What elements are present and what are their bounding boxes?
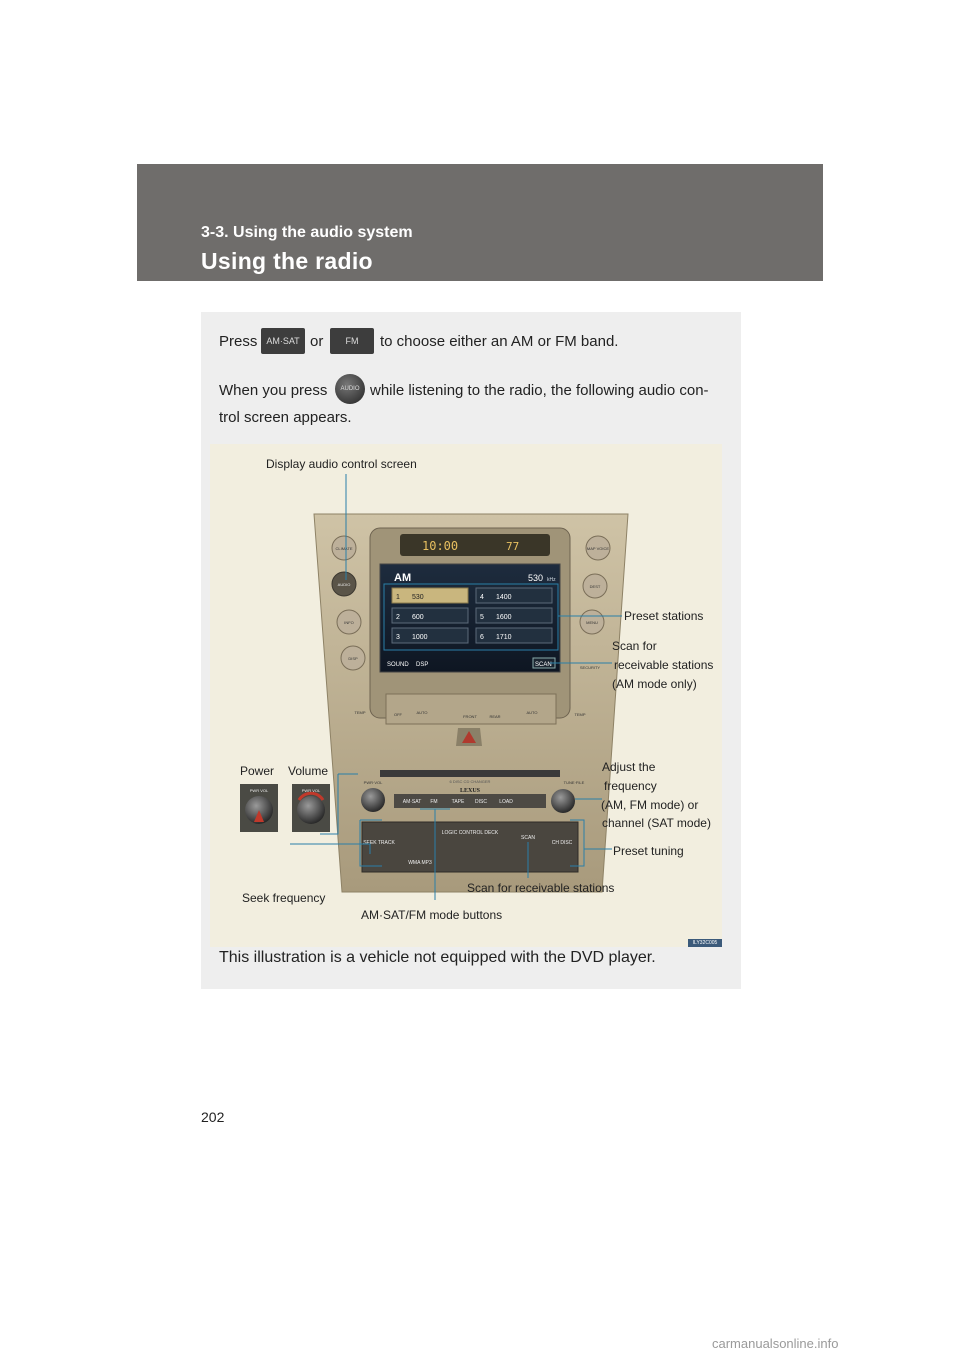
preset-2-num: 2 <box>396 614 400 621</box>
front-text: FRONT <box>463 714 477 719</box>
pwr-vol-text: PWR·VOL <box>364 780 383 785</box>
preset-6-freq: 1710 <box>496 634 512 641</box>
mode-load: LOAD <box>499 799 513 805</box>
section-label: 3-3. Using the audio system <box>201 224 413 241</box>
freq-unit-text: kHz <box>547 577 556 583</box>
temp-left-text: TEMP <box>354 710 365 715</box>
callout-preset-tuning: Preset tuning <box>613 844 684 858</box>
tune-file-text: TUNE·FILE <box>564 780 585 785</box>
deck-label-text: LOGIC CONTROL DECK <box>442 830 499 836</box>
off-text: OFF <box>394 712 403 717</box>
chapter-header: 3-3. Using the audio system Using the ra… <box>137 164 823 281</box>
intro-or: or <box>310 333 324 350</box>
preset-5-freq: 1600 <box>496 614 512 621</box>
scan-button-text: SCAN <box>521 835 535 841</box>
preset-6-num: 6 <box>480 634 484 641</box>
callout-scan-for: Scan for <box>612 639 657 653</box>
temp-right-text: TEMP <box>574 712 585 717</box>
preset-2-freq: 600 <box>412 614 424 621</box>
audio-console-illustration: 10:00 77 AM 530 kHz 1 530 2 600 3 1000 4 140… <box>210 444 722 947</box>
preset-3-freq: 1000 <box>412 634 428 641</box>
pwr-vol-knob <box>361 788 385 812</box>
callout-am-mode-only: (AM mode only) <box>612 677 697 691</box>
rear-text: REAR <box>489 714 500 719</box>
intro-audio-line1: while listening to the radio, the follow… <box>370 382 709 399</box>
ch-disc-text: CH DISC <box>552 840 573 846</box>
callout-mode-buttons: AM·SAT/FM mode buttons <box>361 908 503 922</box>
preset-1-freq: 530 <box>412 594 424 601</box>
auto-text: AUTO <box>416 710 427 715</box>
btn-info: INFO <box>344 620 354 625</box>
preset-3-num: 3 <box>396 634 400 641</box>
temp-text: 77 <box>506 540 519 553</box>
brand-text: LEXUS <box>460 788 481 794</box>
watermark: carmanualsonline.info <box>712 1336 839 1351</box>
callout-channel-sat: channel (SAT mode) <box>602 816 711 830</box>
btn-map-voice: MAP VOICE <box>587 546 609 551</box>
tune-knob <box>551 789 575 813</box>
intro-audio-line2: trol screen appears. <box>219 409 352 426</box>
mode-tape: TAPE <box>452 799 465 805</box>
callout-preset-stations: Preset stations <box>624 609 704 623</box>
auto2-text: AUTO <box>526 710 537 715</box>
btn-audio: AUDIO <box>338 582 351 587</box>
clock-text: 10:00 <box>422 539 458 553</box>
callout-display-audio: Display audio control screen <box>266 457 417 471</box>
intro-press: Press <box>219 333 258 350</box>
callout-adjust-the: Adjust the <box>602 760 656 774</box>
audio-button-image: AUDIO <box>335 374 365 404</box>
intro-when-press: When you press <box>219 382 328 399</box>
callout-receivable-stations: receivable stations <box>614 658 714 672</box>
amsat-button-image: AM·SAT <box>261 328 305 354</box>
scan-screen-text: SCAN <box>535 662 552 668</box>
wma-mp3-text: WMA MP3 <box>408 860 432 866</box>
changer-text: 6 DISC CD CHANGER <box>450 779 491 784</box>
page-number: 202 <box>201 1109 225 1125</box>
callout-power: Power <box>240 764 275 778</box>
page-title: Using the radio <box>201 248 373 274</box>
btn-security: SECURITY <box>580 665 601 670</box>
mode-disc: DISC <box>475 799 487 805</box>
callout-am-fm-mode: (AM, FM mode) or <box>601 798 699 812</box>
preset-5-num: 5 <box>480 614 484 621</box>
callout-volume: Volume <box>288 764 329 778</box>
btn-dest: DEST <box>590 584 601 589</box>
preset-1-num: 1 <box>396 594 400 601</box>
seek-track-text: SEEK TRACK <box>363 840 395 846</box>
callout-frequency: frequency <box>604 779 657 793</box>
knob-img-volume-text: PWR VOL <box>302 788 321 793</box>
preset-4-freq: 1400 <box>496 594 512 601</box>
btn-disp: DISP <box>348 656 358 661</box>
dsp-text: DSP <box>416 662 428 668</box>
knob-img-power-text: PWR VOL <box>250 788 269 793</box>
btn-climate: CLIMATE <box>335 546 352 551</box>
console-drawing: 10:00 77 AM 530 kHz 1 530 2 600 3 1000 4 140… <box>240 474 629 900</box>
intro-choose-band: to choose either an AM or FM band. <box>380 333 619 350</box>
mode-fm: FM <box>430 799 437 805</box>
fm-button-image: FM <box>330 328 374 354</box>
mode-amsat: AM·SAT <box>403 799 422 805</box>
band-text: AM <box>394 572 411 584</box>
freq-text: 530 <box>528 573 543 583</box>
callout-scan-receivable: Scan for receivable stations <box>467 881 615 895</box>
illustration-caption: This illustration is a vehicle not equip… <box>219 949 656 966</box>
illustration-code: ILY32C005 <box>688 939 722 947</box>
preset-4-num: 4 <box>480 594 484 601</box>
btn-menu: MENU <box>586 620 598 625</box>
sound-text: SOUND <box>387 662 409 668</box>
callout-seek-frequency: Seek frequency <box>242 891 326 905</box>
